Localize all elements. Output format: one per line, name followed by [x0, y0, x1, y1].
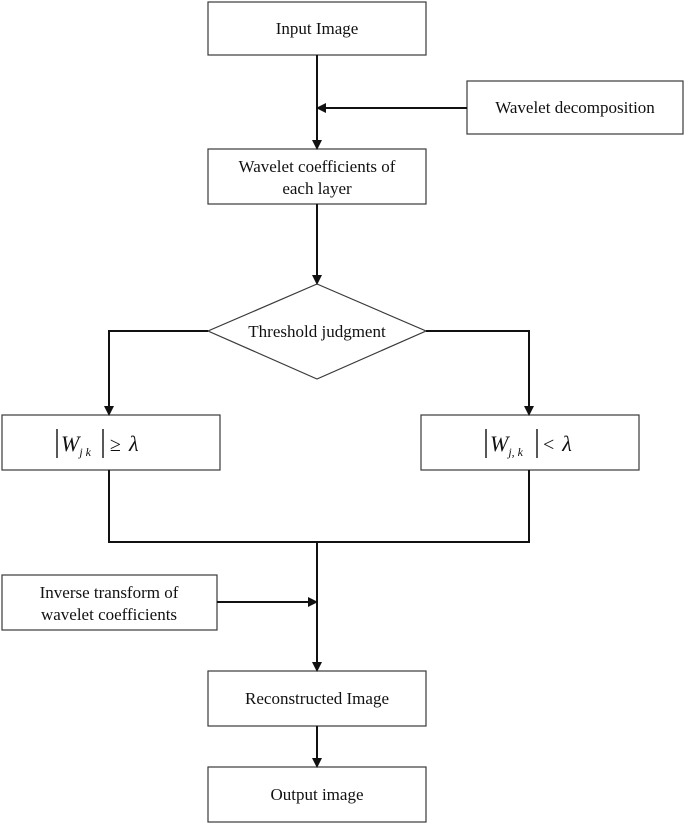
edge-threshold-to-left: [104, 330, 208, 416]
reconstructed-image-node: Reconstructed Image: [207, 670, 427, 727]
condition-right-math: Wj, k: [490, 431, 524, 459]
edge-threshold-to-right: [426, 330, 534, 416]
wavelet-decomposition-node: Wavelet decomposition: [466, 80, 684, 135]
condition-left-math: Wj k: [61, 431, 92, 459]
output-image-label: Output image: [270, 785, 363, 804]
condition-left-relation: ≥λ: [110, 431, 139, 456]
inverse-transform-label-line2: wavelet coefficients: [41, 605, 177, 624]
reconstructed-image-label: Reconstructed Image: [245, 689, 389, 708]
wavelet-decomposition-label: Wavelet decomposition: [495, 98, 655, 117]
inverse-transform-node: Inverse transform of wavelet coefficient…: [1, 574, 218, 631]
wavelet-coefficients-label-line2: each layer: [282, 179, 352, 198]
condition-right-node: Wj, k <λ: [420, 414, 640, 471]
input-image-label: Input Image: [276, 19, 359, 38]
condition-left-node: Wj k ≥λ: [1, 414, 221, 471]
threshold-judgment-label: Threshold judgment: [248, 322, 386, 341]
threshold-judgment-node: Threshold judgment: [206, 283, 428, 380]
wavelet-coefficients-node: Wavelet coefficients of each layer: [207, 148, 427, 205]
wavelet-coefficients-label-line1: Wavelet coefficients of: [239, 157, 396, 176]
inverse-transform-label-line1: Inverse transform of: [40, 583, 179, 602]
output-image-node: Output image: [207, 766, 427, 823]
edge-merge-branches: [108, 470, 530, 543]
input-image-node: Input Image: [207, 1, 427, 56]
condition-right-relation: <λ: [543, 431, 572, 456]
